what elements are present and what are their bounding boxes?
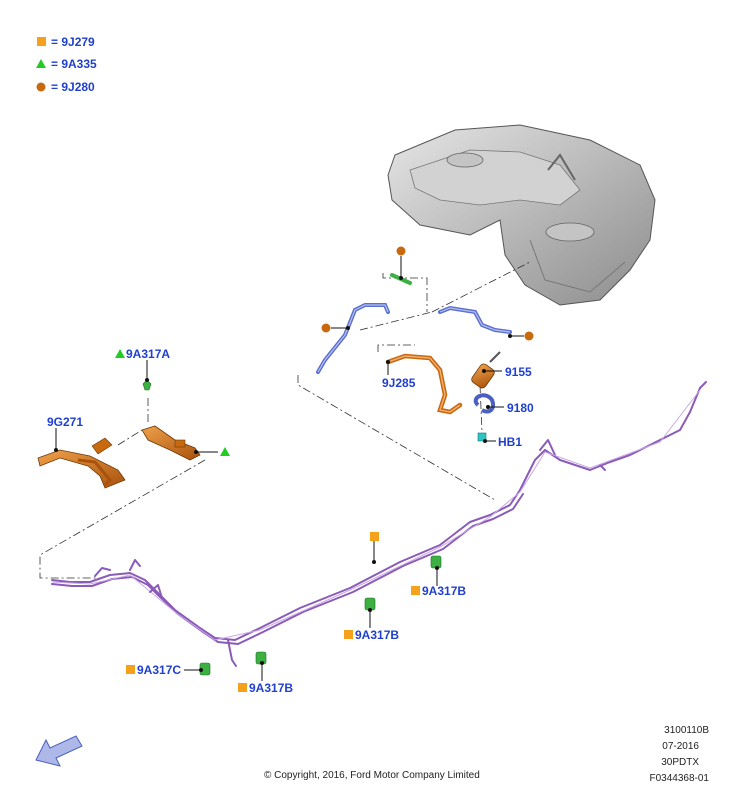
9a335-triangle-icon <box>220 447 230 456</box>
drawing-code: 3100110B <box>664 725 709 736</box>
circle-symbol-icon <box>36 82 46 92</box>
purple-fuel-line-bundle <box>51 381 707 667</box>
drawing-model: 30PDTX <box>661 757 699 768</box>
9j279-square-icon <box>126 665 135 674</box>
callout-9a317c: 9A317C <box>137 663 181 677</box>
legend-item-9j280: = 9J280 <box>36 80 95 94</box>
callout-9a317b: 9A317B <box>249 681 293 695</box>
legend: = 9J279 = 9A335 = 9J280 <box>36 35 97 94</box>
9j279-square-icon <box>344 630 353 639</box>
callout-hb1: HB1 <box>498 435 522 449</box>
leader-lines <box>54 246 534 692</box>
callout-9a317b: 9A317B <box>422 584 466 598</box>
9j280-circle-icon <box>396 246 406 256</box>
legend-item-9a335: = 9A335 <box>36 57 97 71</box>
blue-fuel-tubes <box>316 273 512 414</box>
bracket-9g271 <box>37 437 126 489</box>
drawing-id: F0344368-01 <box>650 773 710 784</box>
orange-clip-assembly <box>141 379 201 461</box>
fuel-filter-9155 <box>471 351 501 389</box>
9j279-square-icon <box>238 683 247 692</box>
legend-label: = 9J280 <box>51 80 95 94</box>
legend-item-9j279: = 9J279 <box>37 35 95 49</box>
legend-label: = 9J279 <box>51 35 95 49</box>
legend-label: = 9A335 <box>51 57 97 71</box>
callout-9j285: 9J285 <box>382 376 416 390</box>
hb1-clip <box>477 432 487 442</box>
copyright-text: © Copyright, 2016, Ford Motor Company Li… <box>264 770 480 781</box>
9j279-square-icon <box>370 532 379 541</box>
fuel-tank-illustration <box>387 124 656 306</box>
callout-9a317b: 9A317B <box>355 628 399 642</box>
square-symbol-icon <box>37 37 46 46</box>
9a335-triangle-icon <box>115 349 125 358</box>
guide-lines <box>39 261 531 579</box>
triangle-symbol-icon <box>36 59 46 68</box>
9j280-circle-icon <box>321 323 331 333</box>
callout-9g271: 9G271 <box>47 415 83 429</box>
callout-9180: 9180 <box>507 401 534 415</box>
drawing-date: 07-2016 <box>662 741 699 752</box>
direction-arrow-icon <box>35 735 83 767</box>
9j279-square-icon <box>411 586 420 595</box>
callout-labels: 9A317A 9G271 9J285 9155 9180 HB1 9A317B … <box>47 347 534 695</box>
orange-tube-9j285 <box>385 353 463 415</box>
footer: © Copyright, 2016, Ford Motor Company Li… <box>264 725 709 784</box>
green-clips <box>199 555 442 676</box>
clip-icon <box>430 555 442 569</box>
9j280-circle-icon <box>524 331 534 341</box>
callout-9a317a: 9A317A <box>126 347 170 361</box>
callout-9155: 9155 <box>505 365 532 379</box>
